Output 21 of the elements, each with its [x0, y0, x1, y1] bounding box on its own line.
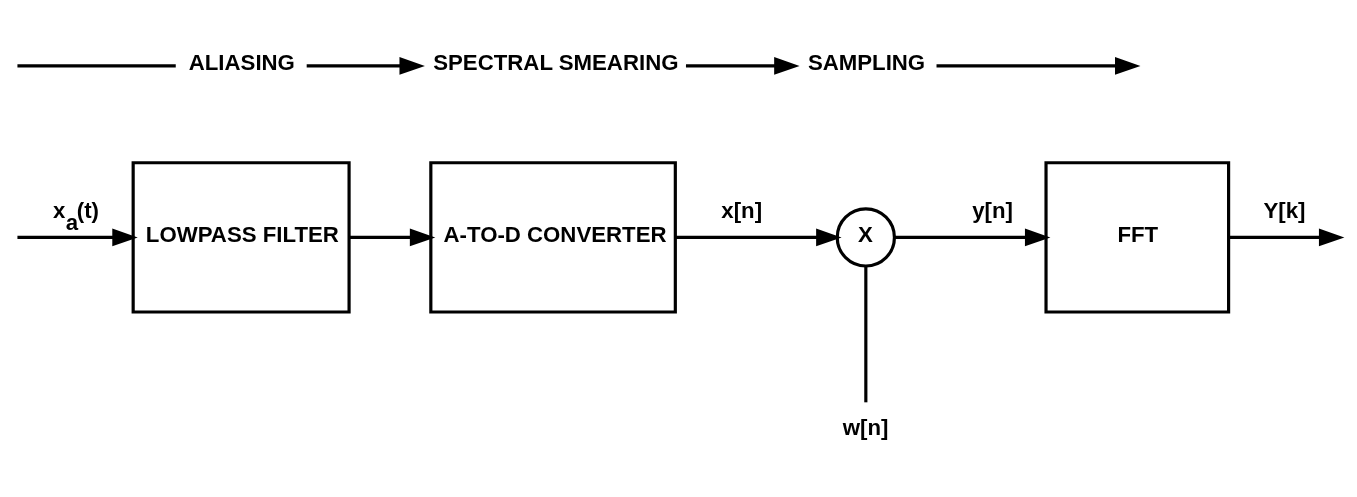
arrow: [675, 228, 842, 247]
arrow: [306, 57, 425, 75]
arrow: [1228, 228, 1345, 247]
connector: [864, 266, 868, 403]
arrow: [894, 228, 1051, 247]
arrow: [17, 228, 138, 247]
node-text: w[n]: [842, 415, 889, 441]
node-box: LOWPASS FILTER: [131, 161, 351, 314]
arrow: [936, 57, 1141, 75]
node-text: ALIASING: [188, 50, 295, 76]
edge-label: x[n]: [721, 197, 763, 223]
node-text: SPECTRAL SMEARING: [433, 50, 679, 76]
arrow: [685, 57, 800, 75]
node-text: SAMPLING: [807, 50, 926, 76]
node-circle: X: [835, 207, 896, 268]
edge-label: Y[k]: [1263, 197, 1306, 223]
connector: [17, 64, 176, 68]
node-box: FFT: [1044, 161, 1231, 314]
node-box: A-TO-D CONVERTER: [429, 161, 677, 314]
arrow: [349, 228, 436, 247]
edge-label: y[n]: [972, 197, 1013, 223]
